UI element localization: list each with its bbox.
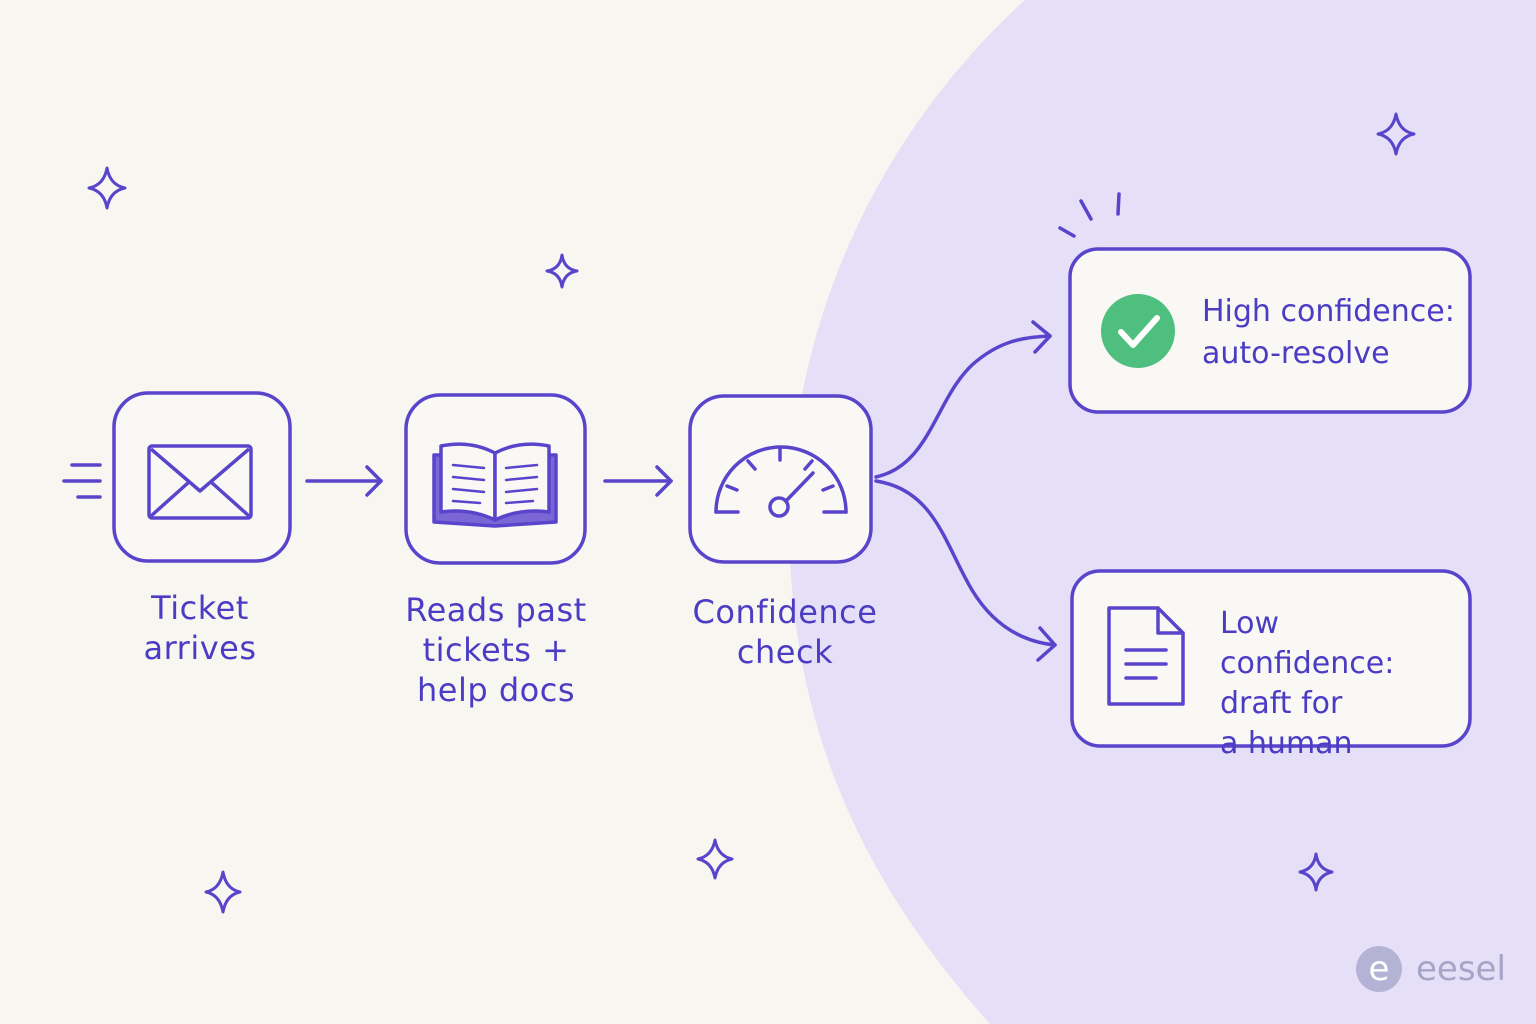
outcome-text-line: Low confidence: [1220,606,1395,681]
step-label-line: arrives [143,629,257,667]
envelope-icon [147,444,253,520]
step-label-line: tickets + [422,631,570,669]
brand-name: eesel [1416,949,1506,989]
step-label-ticket: Ticket arrives [110,588,290,668]
outcome-text-low: Low confidence: draft for a human [1220,604,1460,764]
motion-lines-icon [62,463,102,499]
arrow-right-icon [603,465,673,497]
step-label-confidence: Confidence check [680,592,890,672]
step-box-ticket [112,391,292,563]
outcome-text-line: draft for [1220,686,1343,721]
brand-mark-icon: e [1356,946,1402,992]
step-label-line: check [736,633,834,671]
sparkle-icon [87,166,127,210]
arrow-right-icon [305,465,383,497]
lavender-region [789,0,1536,1024]
outcome-card-high [1068,247,1472,414]
gauge-icon [714,445,848,518]
step-label-line: Ticket [151,589,249,627]
branch-arrow-high [874,320,1052,479]
sparkle-icon [696,838,734,880]
check-circle-icon [1101,294,1175,368]
step-label-line: help docs [417,671,575,709]
branch-arrow-low [874,479,1057,662]
sparkle-icon [545,253,579,289]
sparkle-icon [1298,852,1334,892]
brand-logo: e eesel [1356,944,1506,994]
open-book-icon [432,442,558,528]
step-label-line: Confidence [692,593,878,631]
emphasis-lines-icon [1058,192,1121,238]
outcome-text-line: High confidence: [1202,294,1455,329]
outcome-text-high: High confidence: auto-resolve [1202,291,1462,375]
outcome-text-line: a human [1220,726,1353,761]
step-label-reads: Reads past tickets + help docs [396,590,596,710]
step-label-line: Reads past [405,591,587,629]
step-box-confidence [688,394,873,564]
sparkle-icon [204,870,242,914]
sparkle-icon [1376,112,1416,156]
outcome-text-line: auto-resolve [1202,336,1390,371]
document-icon [1107,606,1185,706]
